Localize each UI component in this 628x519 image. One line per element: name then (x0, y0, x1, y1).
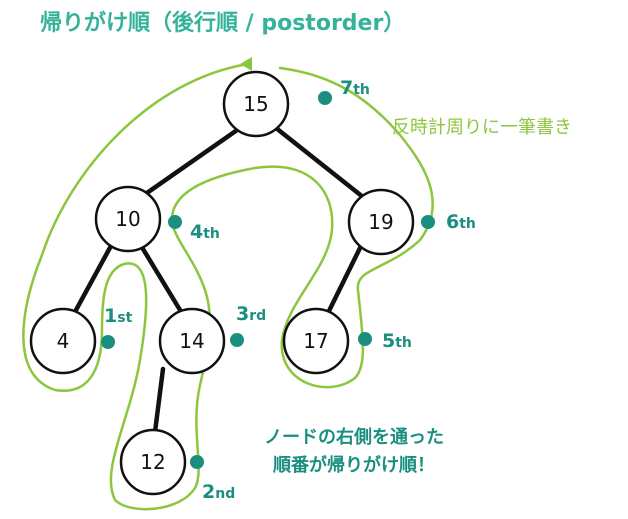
node-label: 15 (243, 92, 268, 116)
order-dot-5 (358, 332, 372, 346)
node-19: 19 (347, 188, 415, 256)
node-label: 19 (368, 210, 393, 234)
direction-annotation: 反時計周りに一筆書き (392, 117, 572, 138)
node-label: 10 (115, 207, 140, 231)
note-line-1: ノードの右側を通った (264, 426, 444, 448)
edge-10-4 (73, 241, 115, 313)
node-label: 17 (303, 329, 328, 353)
edge-19-17 (325, 245, 363, 316)
node-label: 12 (140, 450, 165, 474)
edge-14-12 (152, 366, 166, 435)
node-4: 4 (29, 307, 97, 375)
node-label: 4 (57, 329, 70, 353)
edge-10-14 (137, 241, 183, 313)
order-dot-2 (190, 455, 204, 469)
edge-15-19 (273, 125, 366, 200)
note-line-2: 順番が帰りがけ順！ (273, 454, 435, 476)
trace-arrowhead (240, 57, 252, 71)
order-label-7: 7th (340, 77, 370, 99)
node-10: 10 (94, 185, 162, 253)
node-label: 14 (179, 329, 204, 353)
order-label-2: 2nd (202, 481, 235, 503)
order-dot-3 (230, 333, 244, 347)
edge-15-10 (141, 125, 243, 198)
node-12: 12 (119, 428, 187, 496)
traversal-trace-path (22, 62, 434, 511)
order-label-5: 5th (382, 330, 412, 352)
node-14: 14 (158, 307, 226, 375)
order-dot-4 (168, 215, 182, 229)
order-label-6: 6th (446, 211, 476, 233)
order-dot-7 (318, 91, 332, 105)
node-15: 15 (222, 70, 290, 138)
node-17: 17 (282, 307, 350, 375)
order-dot-6 (421, 215, 435, 229)
order-dot-1 (101, 335, 115, 349)
order-label-4: 4th (190, 221, 220, 243)
order-label-1: 1st (104, 305, 133, 327)
order-label-3: 3rd (236, 303, 266, 325)
diagram-title: 帰りがけ順（後行順 / postorder） (40, 10, 405, 36)
